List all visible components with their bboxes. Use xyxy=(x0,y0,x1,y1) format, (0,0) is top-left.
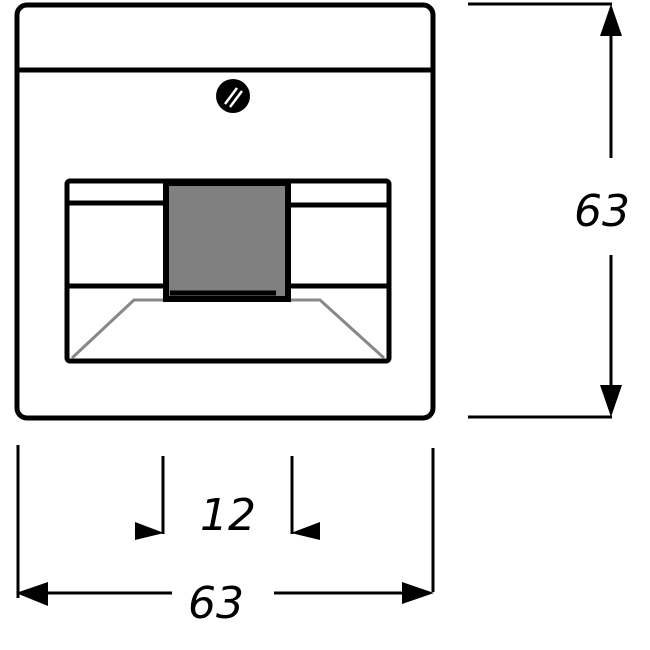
width-dimension-value: 63 xyxy=(188,578,244,629)
arrow-right-icon xyxy=(135,522,164,540)
screw-icon xyxy=(216,79,250,113)
arrow-left-icon xyxy=(291,522,320,540)
arrow-down-icon xyxy=(600,385,622,417)
arrow-left-icon xyxy=(16,582,48,606)
width-dimension: 63 xyxy=(16,445,435,629)
arrow-up-icon xyxy=(600,4,622,36)
arrow-right-icon xyxy=(402,582,434,604)
rj45-port xyxy=(163,180,291,302)
height-dimension: 63 xyxy=(468,2,630,419)
opening-dimension-value: 12 xyxy=(200,490,256,541)
opening-dimension: 12 xyxy=(135,456,320,541)
height-dimension-value: 63 xyxy=(574,186,630,237)
